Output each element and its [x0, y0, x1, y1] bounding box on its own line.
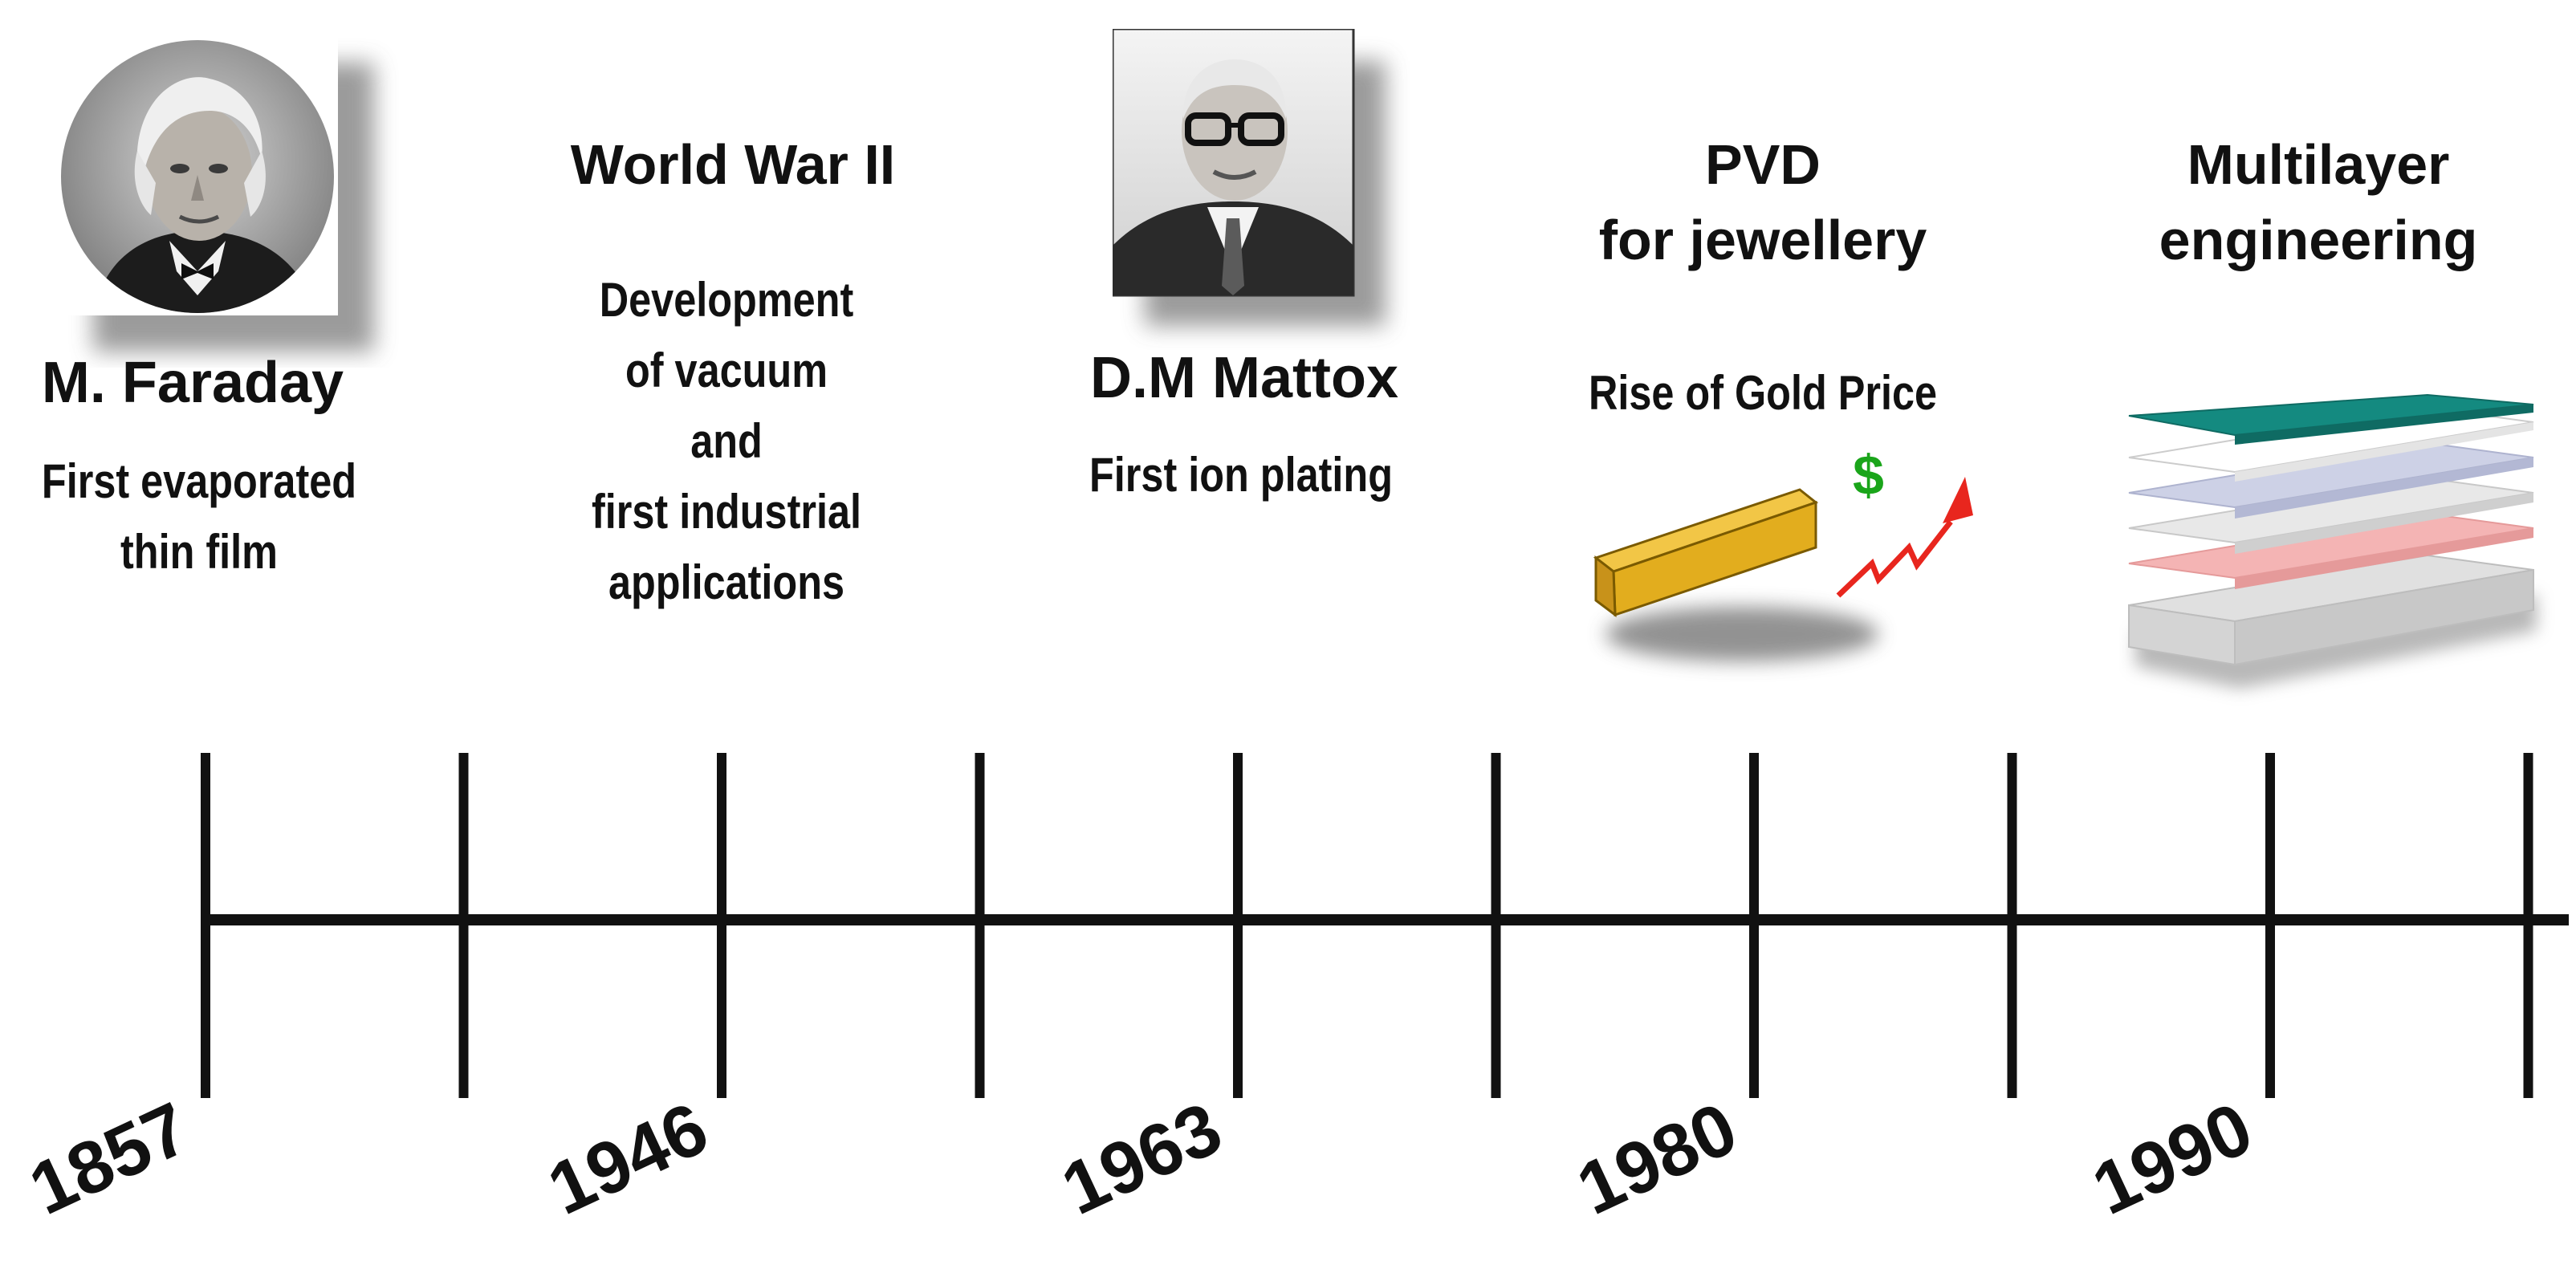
ww2-title: World War II: [570, 133, 896, 196]
ww2-description: Development of vacuum and first industri…: [592, 265, 861, 618]
ww2-line-5: applications: [608, 555, 845, 609]
faraday-description: First evaporated thin film: [42, 446, 356, 588]
multilayer-title: Multilayer engineering: [2159, 127, 2478, 278]
pvd-title-line-2: for jewellery: [1598, 209, 1927, 271]
mattox-name: D.M Mattox: [1090, 346, 1398, 410]
ww2-line-4: first industrial: [591, 485, 862, 539]
faraday-line-2: thin film: [120, 525, 278, 579]
pvd-description: Rise of Gold Price: [1589, 358, 1937, 429]
multilayer-title-line-1: Multilayer: [2187, 133, 2450, 196]
mattox-portrait: [1113, 29, 1386, 326]
faraday-name: M. Faraday: [41, 351, 344, 415]
pvd-title: PVD for jewellery: [1599, 127, 1927, 278]
multilayer-stack-icon: [2128, 393, 2537, 689]
ww2-line-1: Development: [599, 273, 854, 327]
mattox-description: First ion plating: [1089, 440, 1393, 510]
price-rise-arrow-icon: [1836, 477, 1973, 598]
gold-bar-icon: [1593, 488, 1878, 661]
pvd-title-line-1: PVD: [1705, 133, 1821, 196]
ww2-line-2: of vacuum: [625, 344, 828, 397]
faraday-portrait: [61, 31, 374, 352]
timeline-ticks: [201, 753, 2533, 1098]
pvd-line-1: Rise of Gold Price: [1588, 366, 1938, 420]
mattox-line-1: First ion plating: [1089, 448, 1393, 502]
ww2-line-3: and: [690, 414, 763, 468]
faraday-line-1: First evaporated: [41, 454, 357, 508]
dollar-sign: $: [1853, 444, 1884, 506]
multilayer-title-line-2: engineering: [2159, 209, 2478, 271]
